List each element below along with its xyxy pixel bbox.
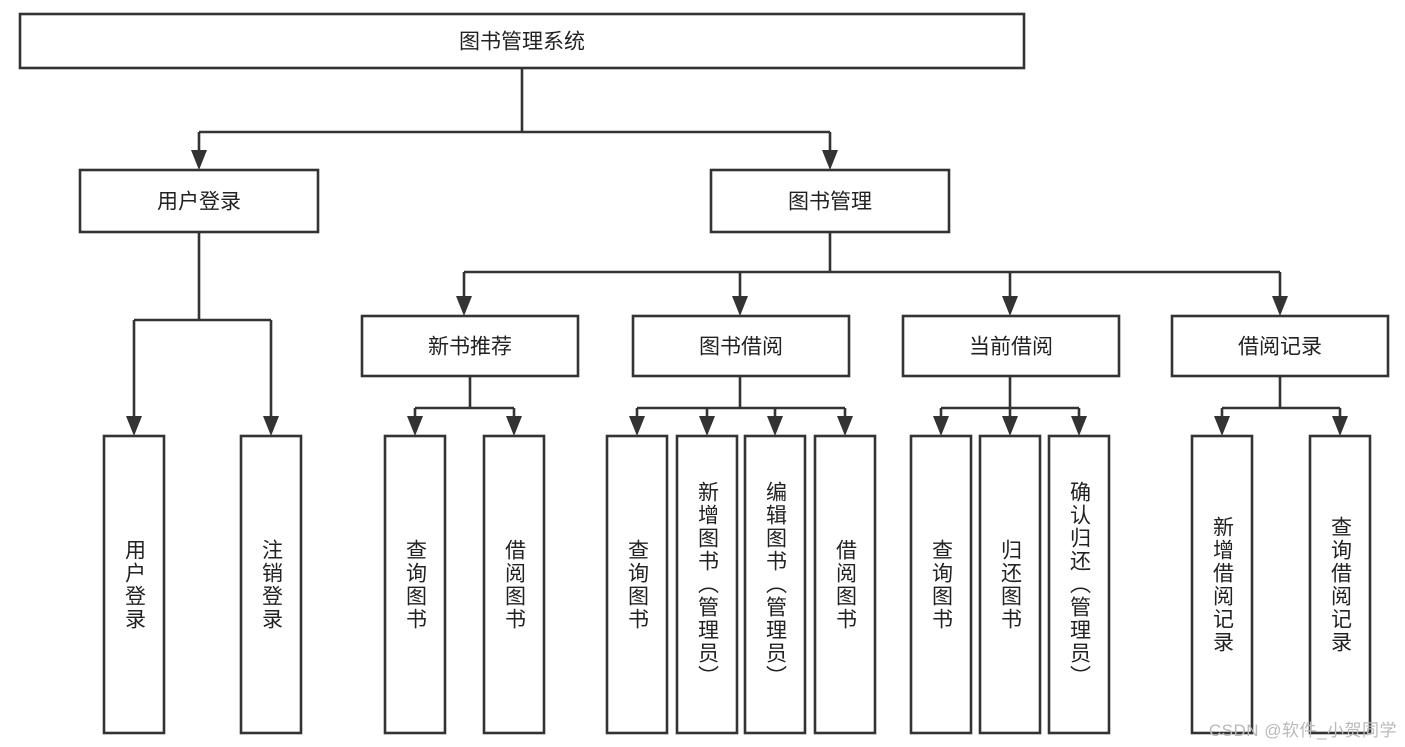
arrow-leaf-add-book bbox=[699, 416, 715, 436]
connector-group bbox=[126, 68, 1348, 436]
node-user-login-box[interactable] bbox=[78, 168, 320, 234]
arrow-leaf-borrow-book-2 bbox=[837, 416, 853, 436]
arrow-current-borrow bbox=[1002, 296, 1018, 316]
arrow-leaf-user-login bbox=[126, 416, 142, 436]
node-borrow-record[interactable]: 借阅记录 bbox=[1170, 314, 1390, 378]
node-book-borrow-box[interactable] bbox=[631, 314, 851, 378]
node-new-book-rec-label: 新书推荐 bbox=[428, 336, 512, 359]
node-current-borrow-box[interactable] bbox=[901, 314, 1121, 378]
arrow-leaf-query-book-3 bbox=[933, 416, 949, 436]
leaf-query-book-3-box[interactable] bbox=[909, 434, 973, 735]
leaf-add-record-box[interactable] bbox=[1190, 434, 1254, 735]
node-user-login-label: 用户登录 bbox=[157, 191, 241, 214]
leaf-query-book-1-box[interactable] bbox=[383, 434, 447, 735]
arrow-leaf-confirm-return bbox=[1071, 416, 1087, 436]
leaf-return-book-box[interactable] bbox=[978, 434, 1042, 735]
node-book-borrow-label: 图书借阅 bbox=[699, 336, 783, 359]
node-user-login[interactable]: 用户登录 bbox=[78, 168, 320, 234]
node-book-borrow[interactable]: 图书借阅 bbox=[631, 314, 851, 378]
leaf-user-login-box[interactable] bbox=[102, 434, 166, 735]
leaf-logout-box[interactable] bbox=[239, 434, 303, 735]
node-new-book-rec-box[interactable] bbox=[360, 314, 580, 378]
node-borrow-record-box[interactable] bbox=[1170, 314, 1390, 378]
leaf-borrow-book-1-box[interactable] bbox=[482, 434, 546, 735]
arrow-leaf-borrow-book-1 bbox=[506, 416, 522, 436]
leaf-borrow-book-2-box[interactable] bbox=[813, 434, 877, 735]
node-book-manage-label: 图书管理 bbox=[788, 191, 872, 214]
node-root-label: 图书管理系统 bbox=[459, 31, 585, 54]
leaf-box-group bbox=[102, 434, 1372, 735]
arrow-user-login bbox=[191, 150, 207, 170]
node-new-book-rec[interactable]: 新书推荐 bbox=[360, 314, 580, 378]
node-current-borrow-label: 当前借阅 bbox=[969, 336, 1053, 359]
arrow-leaf-edit-book bbox=[767, 416, 783, 436]
arrow-leaf-logout bbox=[263, 416, 279, 436]
arrow-leaf-query-book-1 bbox=[407, 416, 423, 436]
leaf-confirm-return-box[interactable] bbox=[1047, 434, 1111, 735]
leaf-edit-book-box[interactable] bbox=[743, 434, 807, 735]
node-root-box[interactable] bbox=[18, 12, 1026, 70]
arrow-borrow-record bbox=[1272, 296, 1288, 316]
arrow-book-manage bbox=[822, 150, 838, 170]
csdn-watermark: CSDN @软件_小贺同学 bbox=[1208, 721, 1397, 740]
leaf-query-record-box[interactable] bbox=[1308, 434, 1372, 735]
arrow-leaf-add-record bbox=[1214, 416, 1230, 436]
arrow-leaf-return-book bbox=[1002, 416, 1018, 436]
leaf-query-book-2-box[interactable] bbox=[605, 434, 669, 735]
node-book-manage[interactable]: 图书管理 bbox=[709, 168, 951, 234]
arrow-new-book-rec bbox=[456, 296, 472, 316]
node-borrow-record-label: 借阅记录 bbox=[1238, 336, 1322, 359]
node-root[interactable]: 图书管理系统 bbox=[18, 12, 1026, 70]
leaf-add-book-box[interactable] bbox=[675, 434, 739, 735]
arrow-leaf-query-book-2 bbox=[629, 416, 645, 436]
arrow-leaf-query-record bbox=[1332, 416, 1348, 436]
node-current-borrow[interactable]: 当前借阅 bbox=[901, 314, 1121, 378]
arrow-book-borrow bbox=[732, 296, 748, 316]
node-book-manage-box[interactable] bbox=[709, 168, 951, 234]
